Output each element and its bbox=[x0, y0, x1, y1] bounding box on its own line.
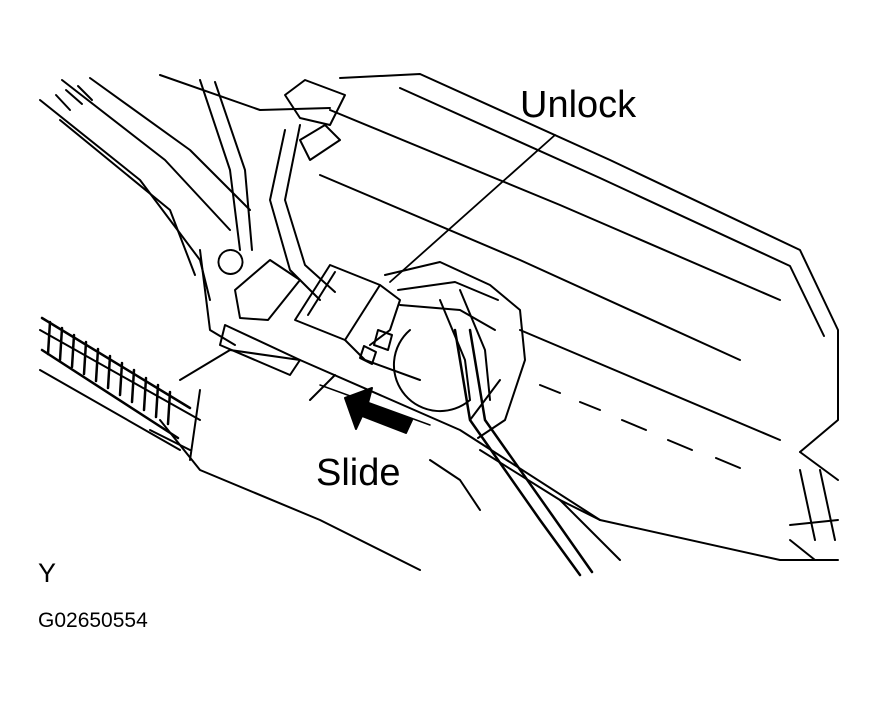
slide-arrow bbox=[309, 374, 431, 434]
unlock-leader-line bbox=[389, 134, 556, 283]
lower-hoses bbox=[39, 74, 601, 571]
figure-id: G02650554 bbox=[38, 609, 148, 632]
brackets bbox=[219, 79, 346, 376]
connector bbox=[294, 261, 526, 439]
view-label: Y bbox=[38, 558, 57, 588]
unlock-label: Unlock bbox=[520, 84, 637, 126]
slide-label: Slide bbox=[316, 452, 401, 494]
corrugated-hose bbox=[40, 316, 192, 440]
upper-housing bbox=[319, 73, 839, 561]
connector-lead bbox=[453, 328, 594, 577]
wire-harness bbox=[199, 79, 336, 346]
